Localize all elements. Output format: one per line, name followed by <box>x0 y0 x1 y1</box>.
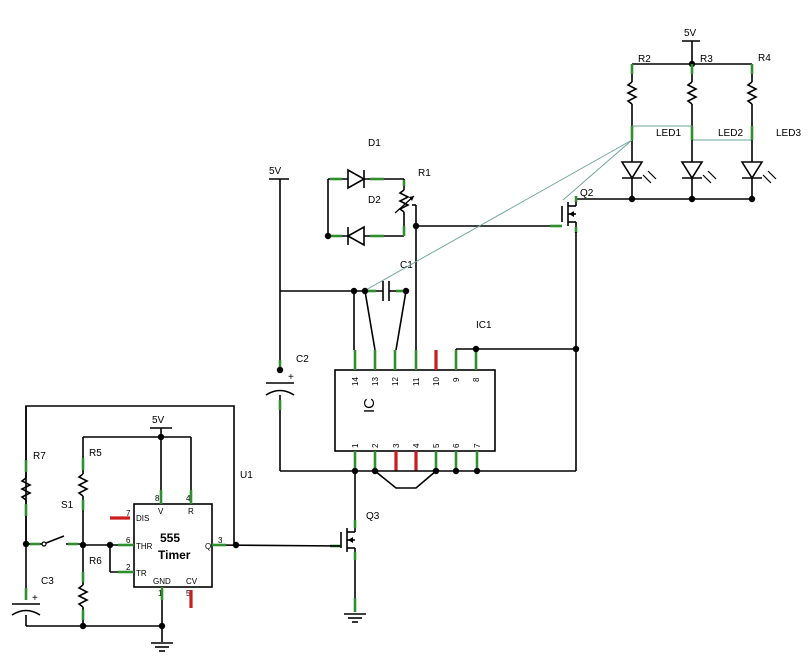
ground-symbol-timer <box>151 642 173 652</box>
timer-num-5: 5 <box>186 589 191 598</box>
timer-num-8: 8 <box>155 494 160 503</box>
timer-pin-tr: TR <box>136 569 147 578</box>
timer-num-4: 4 <box>186 494 191 503</box>
diode-d2[interactable] <box>328 225 404 247</box>
ic-pin-12: 12 <box>391 377 400 386</box>
ic-pin-8: 8 <box>472 377 481 382</box>
ic1-chip[interactable]: IC IC1 14 13 12 11 10 9 8 <box>334 320 496 471</box>
timer-pin-cv: CV <box>186 577 198 586</box>
power-label-5v-top: 5V <box>684 28 697 39</box>
label-c3: C3 <box>41 576 54 587</box>
power-label-5v-timer: 5V <box>152 415 165 426</box>
ic-pin-11: 11 <box>412 377 421 386</box>
timer-pin-v: V <box>158 507 164 516</box>
c3-plus: + <box>32 593 38 604</box>
timer-pin-thr: THR <box>136 542 153 551</box>
timer-num-7: 7 <box>126 509 131 518</box>
timer-pin-q: Q <box>205 542 211 551</box>
ic-pin-13: 13 <box>371 377 380 386</box>
timer-pin-r: R <box>188 507 194 516</box>
label-r3: R3 <box>700 54 713 65</box>
ic1-bottom-pins: 1 2 3 4 5 6 7 <box>351 443 482 471</box>
power-label-5v-left: 5V <box>269 166 282 177</box>
ic-body-label: IC <box>361 398 378 413</box>
ic-pin-9: 9 <box>452 377 461 382</box>
label-ic1: IC1 <box>476 320 492 331</box>
label-d1: D1 <box>368 138 381 149</box>
ic-pin-2: 2 <box>371 443 380 448</box>
label-led2: LED2 <box>718 128 743 139</box>
capacitor-c2[interactable] <box>265 360 295 471</box>
ic-pin-5: 5 <box>432 443 441 448</box>
ic-pin-4: 4 <box>412 443 421 448</box>
led-3[interactable] <box>740 126 777 199</box>
resistor-r5[interactable] <box>77 437 89 585</box>
timer-555-chip[interactable]: 555 Timer V R DIS THR TR Q GND CV 8 4 7 … <box>110 490 226 608</box>
resistor-r4[interactable] <box>746 64 758 126</box>
ic-pin-7: 7 <box>473 443 482 448</box>
label-led3: LED3 <box>776 128 801 139</box>
diode-d1[interactable] <box>328 168 404 190</box>
ground-symbol-q3 <box>344 613 366 623</box>
timer-section: U1 5V R7 R5 <box>11 405 342 652</box>
led-driver-section: 5V R2 R3 R4 <box>550 28 801 233</box>
timer-pin-dis: DIS <box>136 514 149 523</box>
label-d2: D2 <box>368 195 381 206</box>
resistor-r7[interactable] <box>20 406 32 600</box>
resistor-r6[interactable] <box>77 572 89 626</box>
label-q3: Q3 <box>366 511 380 522</box>
ic-pin-1: 1 <box>351 443 360 448</box>
label-s1: S1 <box>61 500 74 511</box>
ic-pin-14: 14 <box>351 377 360 386</box>
ic-pin-10: 10 <box>432 377 441 386</box>
resistor-r3[interactable] <box>686 64 698 126</box>
ic1-wiring <box>280 232 580 528</box>
label-u1: U1 <box>240 470 253 481</box>
label-q2: Q2 <box>580 188 594 199</box>
label-r5: R5 <box>89 448 102 459</box>
capacitor-c3[interactable] <box>11 588 41 626</box>
timer-label-timer: Timer <box>158 548 191 562</box>
label-r4: R4 <box>758 53 771 64</box>
resistor-r2[interactable] <box>626 64 638 126</box>
label-r6: R6 <box>89 556 102 567</box>
label-r2: R2 <box>638 54 651 65</box>
label-c2: C2 <box>296 354 309 365</box>
ic1-top-pins: 14 13 12 11 10 9 8 <box>351 350 481 386</box>
timer-label-555: 555 <box>160 531 180 545</box>
c2-plus: + <box>288 372 294 383</box>
led-1[interactable] <box>620 126 657 199</box>
ic-pin-3: 3 <box>392 443 401 448</box>
diode-network: D1 D2 R1 <box>265 138 633 471</box>
label-r1: R1 <box>418 168 431 179</box>
ic-pin-6: 6 <box>452 443 461 448</box>
timer-num-2: 2 <box>126 563 131 572</box>
timer-num-1: 1 <box>158 589 163 598</box>
label-led1: LED1 <box>656 128 681 139</box>
mosfet-q2[interactable] <box>550 196 578 233</box>
timer-num-6: 6 <box>126 536 131 545</box>
switch-s1[interactable] <box>26 535 83 547</box>
timer-pin-gnd: GND <box>153 577 171 586</box>
led-2[interactable] <box>680 126 717 199</box>
label-c1: C1 <box>400 260 413 271</box>
mosfet-q3[interactable] <box>330 520 357 612</box>
label-r7: R7 <box>33 451 46 462</box>
timer-num-3: 3 <box>218 536 223 545</box>
